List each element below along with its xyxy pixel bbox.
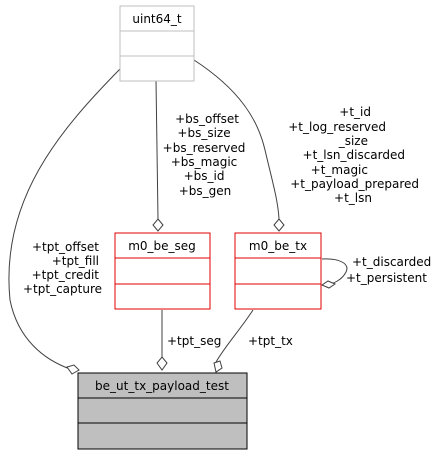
node-m0-be-seg-title: m0_be_seg [128, 239, 196, 253]
node-uint64[interactable]: uint64_t [119, 5, 195, 82]
label-group-uint64-to-main: +tpt_offset +tpt_fill +tpt_credit +tpt_c… [23, 240, 102, 296]
node-m0-be-tx-title: m0_be_tx [249, 239, 307, 253]
edge-label: +tpt_fill [52, 254, 99, 268]
edge-label: +t_log_reserved [288, 120, 386, 134]
edge-label: +tpt_offset [32, 240, 99, 254]
edge-uint64-to-main [8, 68, 121, 370]
edge-label: _size [338, 134, 368, 148]
label-group-uint64-to-seg: +bs_offset +bs_size +bs_reserved +bs_mag… [163, 112, 246, 198]
edge-tx-self-diamond [320, 280, 337, 289]
edge-label: +t_lsn [334, 191, 372, 205]
edge-label: +t_payload_prepared [290, 177, 419, 191]
edge-label: +t_lsn_discarded [303, 148, 405, 162]
edge-uint64-to-tx-diamond [273, 218, 285, 232]
edge-uint64-to-tx [193, 59, 280, 220]
edge-label: +bs_offset [175, 112, 239, 126]
edge-uint64-to-main-diamond [66, 364, 80, 375]
label-group-tx-self: +t_discarded +t_persistent [346, 255, 431, 285]
label-group-seg-to-main: +tpt_seg [167, 334, 221, 348]
edge-label: +bs_magic [171, 155, 238, 169]
edge-label: +bs_id [184, 169, 225, 183]
node-be-ut-tx-payload-test[interactable]: be_ut_tx_payload_test [77, 372, 248, 450]
edge-label: +t_persistent [346, 271, 427, 285]
node-m0-be-tx[interactable]: m0_be_tx [234, 232, 322, 310]
edge-label: +t_magic [311, 163, 368, 177]
edge-tx-to-main [214, 309, 254, 365]
edge-label: +t_discarded [352, 255, 431, 269]
edge-seg-to-main-diamond [156, 356, 168, 371]
node-main-title: be_ut_tx_payload_test [95, 379, 229, 393]
edge-label: +tpt_credit [32, 268, 100, 282]
edge-label: +tpt_seg [167, 334, 221, 348]
label-group-uint64-to-tx: +t_id +t_log_reserved _size +t_lsn_disca… [288, 105, 419, 205]
edge-uint64-to-seg [155, 79, 159, 220]
edge-uint64-to-seg-diamond [152, 218, 164, 232]
node-m0-be-seg[interactable]: m0_be_seg [114, 232, 211, 310]
label-group-tx-to-main: +tpt_tx [248, 334, 293, 348]
edge-label: +bs_reserved [163, 141, 246, 155]
edge-tx-to-main-diamond [213, 360, 223, 373]
edge-label: +t_id [339, 105, 371, 119]
node-uint64-title: uint64_t [132, 12, 182, 26]
edge-tx-self [321, 258, 348, 285]
edge-label: +bs_gen [179, 184, 232, 198]
edge-label: +tpt_capture [23, 282, 102, 296]
edge-label: +tpt_tx [248, 334, 293, 348]
edge-label: +bs_size [177, 126, 230, 140]
